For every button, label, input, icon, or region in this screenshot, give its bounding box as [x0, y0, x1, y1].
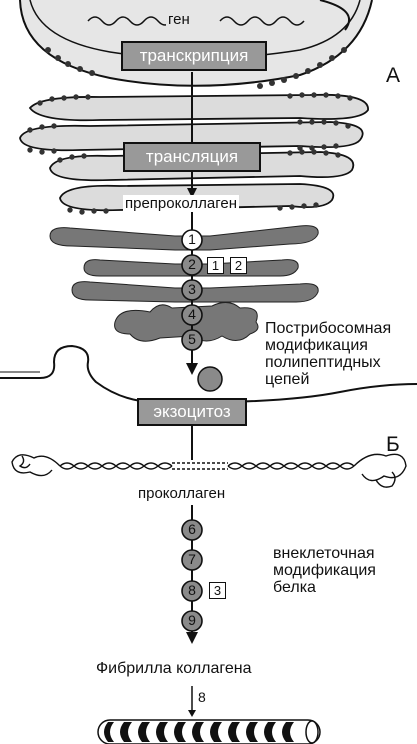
step-number: 1 — [182, 231, 202, 247]
gene-label: ген — [166, 11, 192, 28]
step-number: 6 — [182, 521, 202, 537]
step-number: 9 — [182, 612, 202, 628]
step-number: 2 — [182, 256, 202, 272]
collagen-fibril-label: Фибрилла коллагена — [96, 660, 252, 678]
fibril-arrow-number: 8 — [198, 689, 206, 705]
panel-label-b: Б — [386, 433, 400, 457]
marker-square-2: 2 — [230, 257, 247, 274]
exocytosis-box: экзоцитоз — [137, 398, 247, 426]
collagen-fibril — [98, 720, 320, 744]
step-number: 7 — [182, 551, 202, 567]
extracellular-label: внеклеточная модификация белка — [273, 545, 376, 596]
transcription-box: транскрипция — [121, 41, 267, 71]
panel-label-a: А — [386, 64, 400, 88]
preprocollagen-label: препроколлаген — [123, 195, 239, 212]
marker-square-3: 3 — [209, 582, 226, 599]
secretory-vesicle — [198, 367, 222, 391]
step-number: 8 — [182, 582, 202, 598]
procollagen-helix — [12, 454, 406, 487]
translation-box: трансляция — [123, 142, 261, 172]
main-arrow-head — [186, 363, 198, 375]
step-number: 5 — [182, 331, 202, 347]
step-number: 3 — [182, 281, 202, 297]
procollagen-label: проколлаген — [138, 485, 225, 502]
marker-square-1: 1 — [207, 257, 224, 274]
post-ribosomal-label: Пострибосомная модификация полипептидных… — [265, 320, 391, 388]
step-number: 4 — [182, 306, 202, 322]
